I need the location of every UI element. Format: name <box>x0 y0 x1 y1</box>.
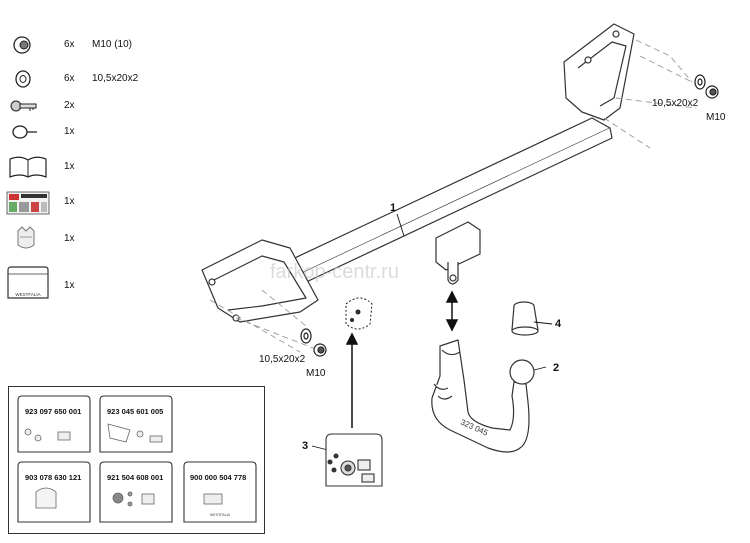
right-fasteners <box>694 74 719 99</box>
clip-ring-icon <box>12 125 37 139</box>
part-row-bag: WESTFALIA 1x <box>0 266 200 299</box>
part-number-1: 1 <box>390 202 397 214</box>
receiver-block <box>435 221 481 271</box>
kit-card-5-label: WESTFALIA <box>210 513 231 517</box>
electrical-kit-bag <box>325 433 383 487</box>
tow-ball <box>509 359 535 385</box>
part-qty: 6x <box>64 73 75 84</box>
sticker-sheet-icon <box>6 191 50 215</box>
kit-card-code-2: 923 045 601 005 <box>107 407 164 416</box>
kit-cards-box <box>8 386 265 534</box>
part-number-4: 4 <box>555 318 562 330</box>
right-washer-label: 10,5x20x2 <box>652 98 699 109</box>
part-row-key: 2x <box>0 96 200 126</box>
cap-cover-icon <box>17 226 35 249</box>
part-qty: 2x <box>64 100 75 111</box>
part-spec: 10,5x20x2 <box>92 73 139 84</box>
left-nut-label: M10 <box>306 368 326 379</box>
part-qty: 1x <box>64 233 75 244</box>
part-row-washer: 6x 10,5x20x2 <box>0 68 200 98</box>
key-icon <box>10 100 37 112</box>
part-row-manual: 1x <box>0 155 200 185</box>
socket-connector <box>345 297 373 330</box>
cover-cap <box>511 301 539 336</box>
tow-ball-neck: 323 045 <box>431 339 530 453</box>
left-fasteners <box>300 328 327 357</box>
kit-card-4 <box>99 461 173 523</box>
washer-icon <box>15 70 31 88</box>
part-spec: M10 (10) <box>92 39 133 50</box>
part-qty: 6x <box>64 39 75 50</box>
right-nut-label: M10 <box>706 112 726 123</box>
part-row-clip: 1x <box>0 122 200 152</box>
part-qty: 1x <box>64 280 75 291</box>
part-qty: 1x <box>64 196 75 207</box>
bag-label: WESTFALIA <box>15 292 40 297</box>
watermark: farkop-centr.ru <box>270 261 399 283</box>
kit-card-code-4: 921 504 608 001 <box>107 473 164 482</box>
left-washer-label: 10,5x20x2 <box>259 354 306 365</box>
part-qty: 1x <box>64 126 75 137</box>
part-qty: 1x <box>64 161 75 172</box>
kit-card-5 <box>183 461 257 523</box>
part-number-2: 2 <box>553 362 560 374</box>
bag-icon: WESTFALIA <box>7 266 49 299</box>
parts-list: 6x M10 (10) 6x 10,5x20x2 2x 1x 1x <box>0 0 200 310</box>
nut-icon <box>13 36 31 54</box>
mount-arrow <box>445 290 459 332</box>
kit-card-code-1: 923 097 650 001 <box>25 407 82 416</box>
part-row-nut: 6x M10 (10) <box>0 33 200 63</box>
kit-card-2 <box>99 395 173 453</box>
part-row-cap: 1x <box>0 225 200 255</box>
right-bracket <box>563 23 635 121</box>
kit-card-1 <box>17 395 91 453</box>
part-number-3: 3 <box>302 440 309 452</box>
kit-card-code-5: 900 000 504 778 <box>190 473 247 482</box>
manual-book-icon <box>9 156 47 178</box>
kit-card-code-3: 903 078 630 121 <box>25 473 82 482</box>
part-row-stickers: 1x <box>0 190 200 220</box>
kit-arrow <box>345 332 359 428</box>
